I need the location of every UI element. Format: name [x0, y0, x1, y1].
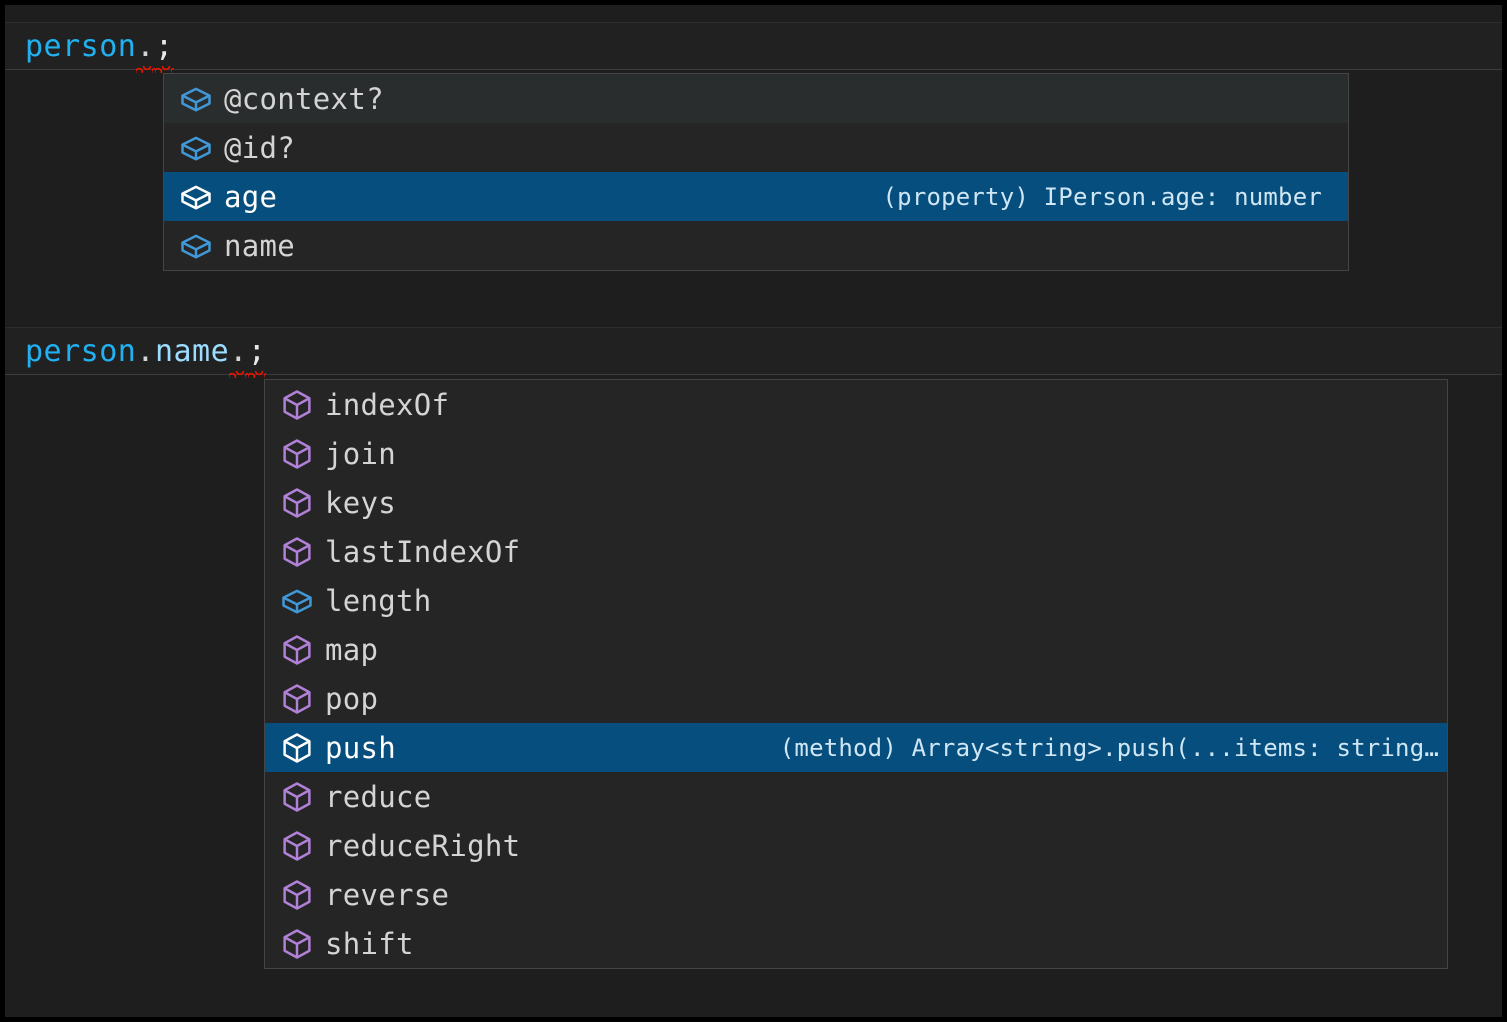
suggest-row-lastindexof[interactable]: lastIndexOf: [265, 527, 1447, 576]
suggest-label: shift: [325, 926, 414, 961]
suggest-label: reduce: [325, 779, 432, 814]
suggest-row-id[interactable]: @id?: [164, 123, 1348, 172]
property-cube-icon: [277, 581, 317, 621]
suggest-row-push[interactable]: push (method) Array<string>.push(...item…: [265, 723, 1447, 772]
suggest-label: map: [325, 632, 379, 667]
suggest-label: keys: [325, 485, 397, 520]
method-cube-icon: [277, 826, 317, 866]
property-cube-icon: [176, 79, 216, 119]
code-token-semicolon-error: ;: [154, 28, 174, 73]
suggest-row-pop[interactable]: pop: [265, 674, 1447, 723]
suggest-row-reverse[interactable]: reverse: [265, 870, 1447, 919]
suggest-row-shift[interactable]: shift: [265, 919, 1447, 968]
suggest-label: age: [224, 179, 278, 214]
method-cube-icon: [277, 434, 317, 474]
suggest-label: reverse: [325, 877, 450, 912]
suggest-label: reduceRight: [325, 828, 521, 863]
property-cube-icon: [176, 128, 216, 168]
suggest-row-map[interactable]: map: [265, 625, 1447, 674]
code-token-semicolon-error: ;: [247, 333, 267, 378]
method-cube-icon: [277, 728, 317, 768]
code-line-1[interactable]: person.;: [5, 22, 1502, 73]
suggest-label: indexOf: [325, 387, 450, 422]
code-line-2[interactable]: person.name.;: [5, 327, 1502, 378]
method-cube-icon: [277, 875, 317, 915]
suggest-label: @id?: [224, 130, 296, 165]
method-cube-icon: [277, 385, 317, 425]
suggest-label: push: [325, 730, 397, 765]
suggest-detail: (method) Array<string>.push(...items: st…: [779, 733, 1439, 762]
code-token-property: name: [154, 333, 230, 369]
suggest-label: length: [325, 583, 432, 618]
suggest-widget-array[interactable]: indexOf join: [264, 379, 1448, 969]
suggest-row-context[interactable]: @context?: [164, 74, 1348, 123]
suggest-row-indexof[interactable]: indexOf: [265, 380, 1447, 429]
method-cube-icon: [277, 679, 317, 719]
suggest-row-keys[interactable]: keys: [265, 478, 1447, 527]
property-cube-icon: [176, 226, 216, 266]
suggest-row-age[interactable]: age (property) IPerson.age: number: [164, 172, 1348, 221]
suggest-widget-member[interactable]: @context? @id?: [163, 73, 1349, 271]
suggest-label: pop: [325, 681, 379, 716]
suggest-row-reduce[interactable]: reduce: [265, 772, 1447, 821]
suggest-row-length[interactable]: length: [265, 576, 1447, 625]
method-cube-icon: [277, 777, 317, 817]
suggest-row-name[interactable]: name: [164, 221, 1348, 270]
code-token-dot: .: [136, 333, 155, 369]
code-editor-viewport: person.; @context?: [5, 5, 1502, 1017]
code-token-variable: person: [25, 28, 137, 64]
method-cube-icon: [277, 630, 317, 670]
suggest-label: join: [325, 436, 397, 471]
suggest-label: @context?: [224, 81, 384, 116]
suggest-detail: (property) IPerson.age: number: [882, 182, 1322, 211]
suggest-row-reduceright[interactable]: reduceRight: [265, 821, 1447, 870]
method-cube-icon: [277, 532, 317, 572]
property-cube-icon: [176, 177, 216, 217]
code-token-dot-error: .: [136, 28, 155, 73]
suggest-label: lastIndexOf: [325, 534, 521, 569]
method-cube-icon: [277, 483, 317, 523]
code-token-dot-error: .: [229, 333, 248, 378]
suggest-row-join[interactable]: join: [265, 429, 1447, 478]
suggest-label: name: [224, 228, 296, 263]
code-token-variable: person: [25, 333, 137, 369]
method-cube-icon: [277, 924, 317, 964]
